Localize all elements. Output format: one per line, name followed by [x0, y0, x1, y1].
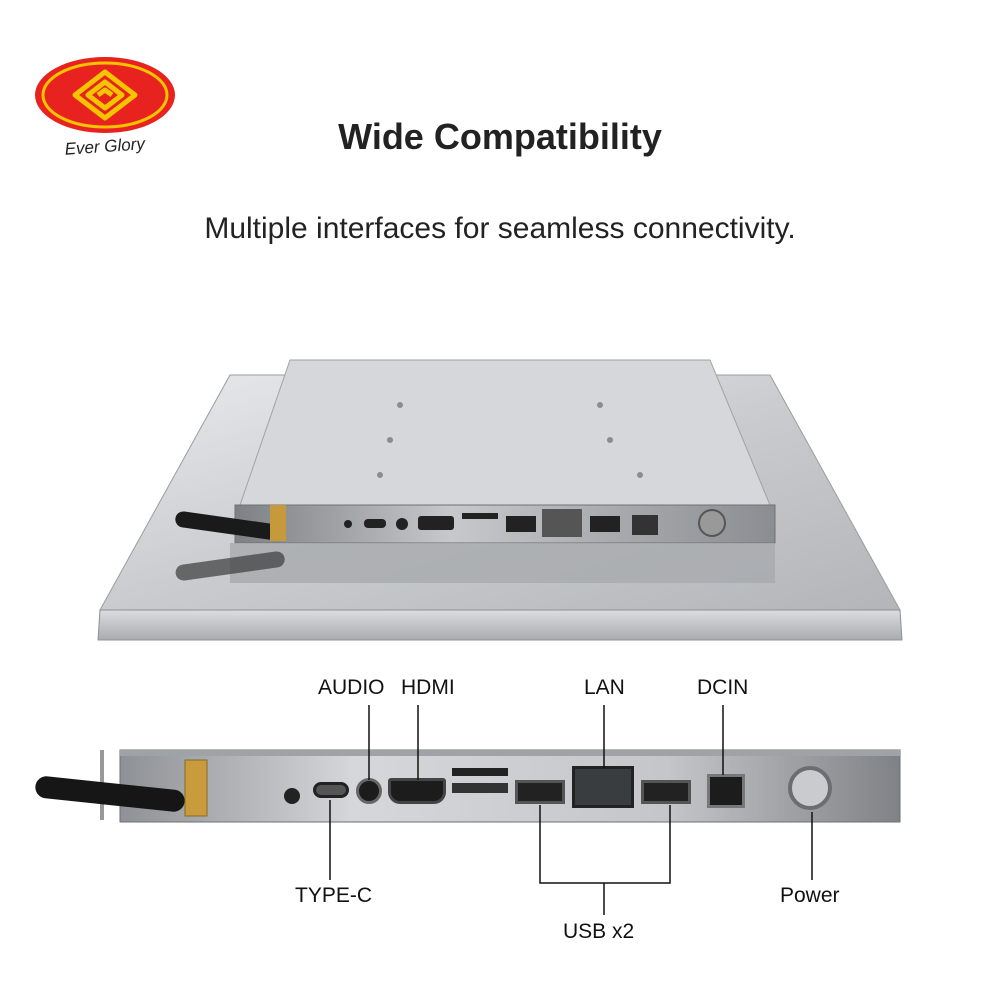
audio-port-hole-icon	[284, 788, 300, 804]
connector-panel-side-view	[35, 749, 901, 823]
usb-port-icon-2	[641, 780, 691, 804]
audio-jack-icon	[356, 778, 382, 804]
page-title: Wide Compatibility	[338, 116, 662, 157]
sd-card-slot-icon-2	[452, 783, 508, 793]
callout-lan: LAN	[584, 676, 625, 699]
usb-port-icon-1	[515, 780, 565, 804]
callout-type-c: TYPE-C	[295, 884, 373, 907]
sd-card-slot-icon	[452, 768, 508, 776]
callout-dcin: DCIN	[697, 676, 749, 699]
callout-usb: USB x2	[563, 920, 635, 943]
lan-port-icon	[572, 766, 634, 808]
type-c-port-icon	[313, 782, 349, 798]
page-subtitle: Multiple interfaces for seamless connect…	[204, 212, 796, 245]
hdmi-port-icon	[388, 778, 446, 804]
dcin-port-icon	[707, 774, 745, 808]
callout-hdmi: HDMI	[401, 676, 455, 699]
panel-pc-back-view	[97, 359, 903, 641]
callout-power: Power	[780, 884, 840, 907]
power-button-icon	[788, 766, 832, 810]
ever-glory-logo: Ever Glory	[35, 57, 175, 159]
callout-audio: AUDIO	[318, 676, 385, 699]
